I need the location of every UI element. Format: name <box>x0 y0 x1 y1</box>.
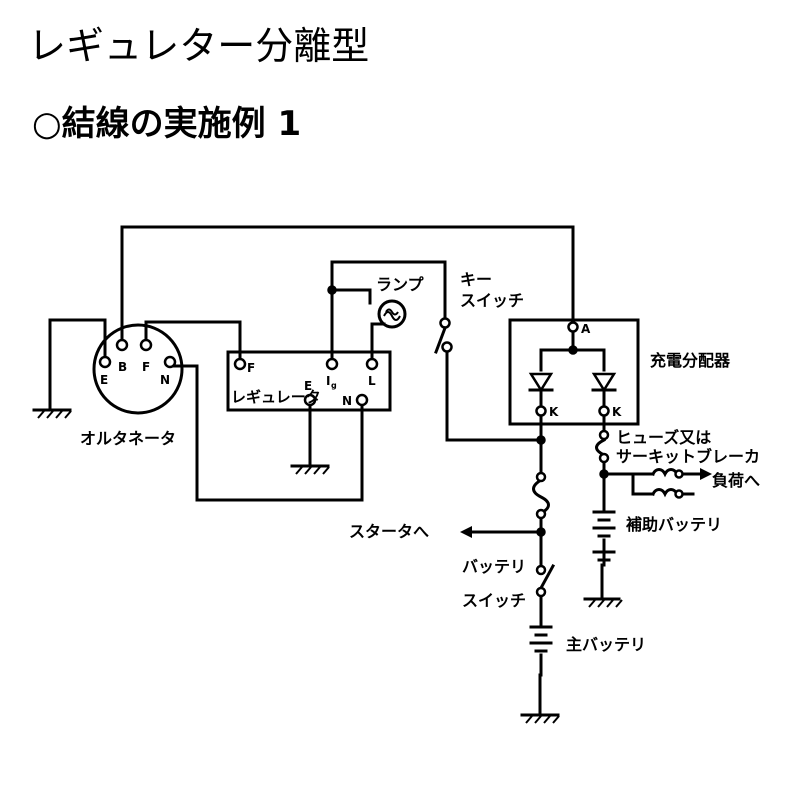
alternator-terminal-n <box>163 355 177 369</box>
charge-distributor: A K K 充電分配器 <box>508 318 731 426</box>
aux-battery-icon: 補助バッテリ <box>592 510 722 562</box>
alternator-terminal-f <box>139 338 153 352</box>
regulator-body <box>226 350 392 412</box>
wires <box>48 225 655 677</box>
starter-junction <box>536 527 546 537</box>
key-switch-terminal-top <box>439 317 451 329</box>
regulator-terminal-n-label: N <box>342 394 352 408</box>
key-switch-terminal-bottom <box>441 341 453 353</box>
page-subtitle: ○結線の実施例 1 <box>32 104 302 144</box>
regulator-terminal-l-label: L <box>368 374 376 388</box>
distributor-terminal-k1 <box>535 405 547 417</box>
ground-regulator-icon <box>290 403 330 475</box>
lamp-junction <box>327 285 337 295</box>
diode-icon <box>528 372 554 393</box>
regulator: F I g L E N レギュレータ <box>226 350 392 412</box>
main-battery-icon: 主バッテリ <box>529 625 646 654</box>
load-outputs: 負荷へ <box>650 468 760 499</box>
ground-alternator-icon <box>32 318 72 419</box>
regulator-terminal-n <box>355 393 369 407</box>
battery-switch-label-line2: スイッチ <box>462 591 526 610</box>
lamp-icon: ランプ <box>376 275 425 329</box>
regulator-terminal-ig <box>325 357 339 371</box>
distributor-terminal-k1-label: K <box>549 405 559 419</box>
regulator-terminal-e-label: E <box>304 379 312 393</box>
alternator-terminal-f-label: F <box>142 360 150 374</box>
fuse-terminal-top <box>598 429 610 441</box>
charge-distributor-label: 充電分配器 <box>650 351 731 370</box>
main-fuse-terminal-top <box>535 471 547 483</box>
battery-switch-terminal-bottom <box>535 586 547 598</box>
regulator-terminal-f <box>233 357 247 371</box>
key-switch-label-line2: スイッチ <box>460 291 524 310</box>
battery-switch-terminal-top <box>535 564 547 576</box>
load-arrow-icon <box>700 468 712 480</box>
ground-aux-battery-icon <box>583 563 623 608</box>
main-line-junction <box>536 435 546 445</box>
lamp-label: ランプ <box>376 275 425 294</box>
distributor-terminal-k2 <box>598 405 610 417</box>
alternator-terminal-n-label: N <box>160 373 170 387</box>
alternator: E B F N オルタネータ <box>80 323 184 448</box>
ground-main-battery-icon <box>520 673 560 724</box>
alternator-label: オルタネータ <box>80 429 176 448</box>
regulator-terminal-ig-sub-label: g <box>331 381 337 390</box>
key-switch: キー スイッチ <box>434 270 524 354</box>
main-battery-label: 主バッテリ <box>566 635 646 654</box>
fuse-label-line1: ヒューズ又は <box>616 428 711 447</box>
fuse-terminal-bottom <box>598 452 610 464</box>
starter-arrow-icon: スタータへ <box>349 522 472 541</box>
regulator-terminal-l <box>365 357 379 371</box>
load-junction <box>599 469 609 479</box>
regulator-terminal-e <box>303 393 317 407</box>
alternator-terminal-b-label: B <box>118 360 127 374</box>
distributor-terminal-a-label: A <box>581 322 591 336</box>
alternator-body <box>92 323 184 415</box>
distributor-terminal-a <box>567 321 579 333</box>
load-label: 負荷へ <box>712 471 760 490</box>
distributor-junction <box>568 345 578 355</box>
fuse-label-line2: サーキットブレーカ <box>616 447 760 466</box>
regulator-terminal-ig-label: I <box>326 374 330 388</box>
fuse-breaker: ヒューズ又は サーキットブレーカ <box>595 428 760 466</box>
alternator-terminal-b <box>115 338 129 352</box>
charge-distributor-body <box>508 318 640 426</box>
aux-battery-label: 補助バッテリ <box>625 515 722 534</box>
battery-switch: バッテリ スイッチ <box>462 557 547 610</box>
battery-switch-label-line1: バッテリ <box>462 557 526 576</box>
distributor-terminal-k2-label: K <box>612 405 622 419</box>
regulator-label: レギュレータ <box>231 388 321 406</box>
alternator-terminal-e-label: E <box>100 373 108 387</box>
diode-icon <box>591 372 617 393</box>
page-title: レギュレター分離型 <box>28 24 370 68</box>
key-switch-label-line1: キー <box>460 270 492 289</box>
main-fuse-terminal-bottom <box>535 508 547 520</box>
regulator-terminal-f-label: F <box>247 361 255 375</box>
alternator-terminal-e <box>98 355 112 369</box>
starter-label: スタータへ <box>349 522 429 541</box>
